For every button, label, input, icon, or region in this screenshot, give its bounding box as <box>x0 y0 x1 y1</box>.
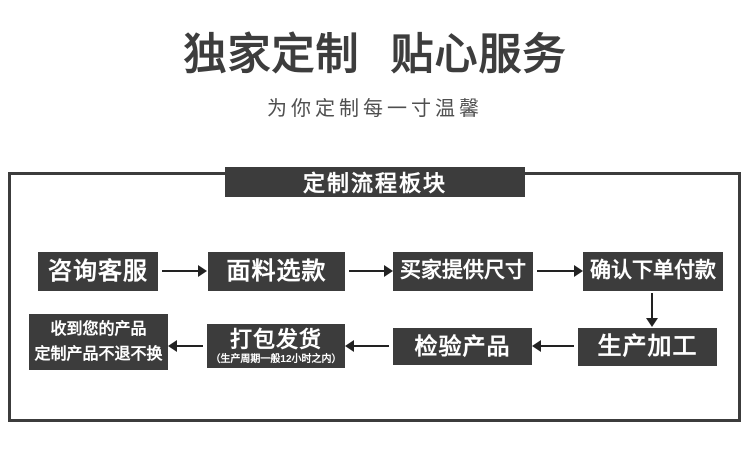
flow-step-label: 收到您的产品 <box>50 321 147 338</box>
arrow-right-icon <box>349 265 393 277</box>
flow-step-consult-service: 咨询客服 <box>38 252 158 291</box>
page-title: 独家定制 贴心服务 <box>183 31 567 79</box>
flow-step-label: 确认下单付款 <box>590 259 716 283</box>
flow-step-inspect-product: 检验产品 <box>393 328 532 365</box>
flow-step-label-2: 定制产品不退不换 <box>34 346 163 363</box>
flow-step-label: 打包发货 <box>229 326 322 352</box>
arrow-right-icon <box>537 265 583 277</box>
arrow-right-icon <box>162 265 207 277</box>
flow-panel-title: 定制流程板块 <box>225 167 525 197</box>
flow-step-label: 检验产品 <box>414 333 511 360</box>
flow-step-receive-product: 收到您的产品 定制产品不退不换 <box>29 314 168 370</box>
arrow-down-icon <box>646 293 658 327</box>
flow-step-fabric-selection: 面料选款 <box>208 252 345 291</box>
flow-panel-frame <box>8 172 741 422</box>
flow-step-production: 生产加工 <box>578 328 717 366</box>
flow-step-label: 买家提供尺寸 <box>400 259 526 283</box>
flow-step-buyer-provides-size: 买家提供尺寸 <box>393 252 533 291</box>
flow-step-label: 咨询客服 <box>48 257 148 285</box>
flow-step-confirm-order-payment: 确认下单付款 <box>583 252 723 291</box>
flow-step-pack-and-ship: 打包发货 （生产周期一般12小时之内） <box>207 324 345 368</box>
flow-step-label: 面料选款 <box>226 257 327 285</box>
arrow-left-icon <box>532 340 574 352</box>
flow-step-note: （生产周期一般12小时之内） <box>210 353 342 365</box>
flow-step-label: 生产加工 <box>597 333 698 361</box>
arrow-left-icon <box>168 340 203 352</box>
page-subtitle: 为你定制每一寸温馨 <box>267 98 483 120</box>
arrow-left-icon <box>345 340 389 352</box>
